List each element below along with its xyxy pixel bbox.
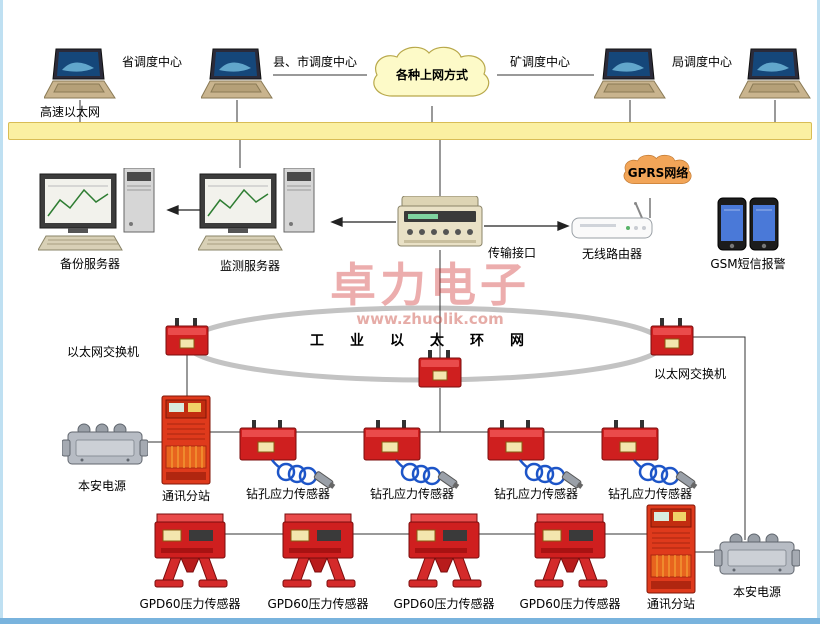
workstation-icon xyxy=(198,168,328,256)
stress-sensor-label: 钻孔应力传感器 xyxy=(493,487,578,501)
laptop-icon xyxy=(201,48,273,102)
stress-sensor-icon xyxy=(238,414,338,494)
transmission-interface-label: 传输接口 xyxy=(487,246,536,260)
backup-server-label: 备份服务器 xyxy=(59,257,120,271)
ethernet-bus-label: 高速以太网 xyxy=(40,105,101,119)
power-right-label: 本安电源 xyxy=(732,585,781,599)
label-province-center: 省调度中心 xyxy=(121,55,182,69)
laptop-icon xyxy=(594,48,666,102)
gsm-alarm-label: GSM短信报警 xyxy=(710,257,786,271)
power-left-label: 本安电源 xyxy=(77,479,126,493)
switch-right-label: 以太网交换机 xyxy=(653,367,726,381)
pressure-sensor-label: GPD60压力传感器 xyxy=(139,597,241,611)
stress-sensor-icon xyxy=(600,414,700,494)
substation-cabinet-icon xyxy=(158,394,214,486)
gprs-cloud-label: GPRS网络 xyxy=(627,166,689,180)
ethernet-bus xyxy=(8,122,812,140)
ring-network-label: 工业以太环网 xyxy=(310,333,550,349)
wireless-router-icon xyxy=(570,202,654,244)
stress-sensor-icon xyxy=(362,414,462,494)
substation-left-label: 通讯分站 xyxy=(161,489,210,503)
pressure-sensor-icon xyxy=(275,512,361,598)
pressure-sensor-label: GPD60压力传感器 xyxy=(393,597,495,611)
switch-left-label: 以太网交换机 xyxy=(66,345,139,359)
pressure-sensor-icon xyxy=(527,512,613,598)
internet-cloud-label: 各种上网方式 xyxy=(395,68,468,82)
stress-sensor-label: 钻孔应力传感器 xyxy=(245,487,330,501)
substation-right-label: 通讯分站 xyxy=(646,597,695,611)
gsm-phone-icon xyxy=(716,196,780,254)
page-border-bottom xyxy=(0,618,820,624)
pressure-sensor-icon xyxy=(147,512,233,598)
stress-sensor-icon xyxy=(486,414,586,494)
stress-sensor-label: 钻孔应力传感器 xyxy=(607,487,692,501)
power-supply-icon xyxy=(62,416,148,470)
pressure-sensor-label: GPD60压力传感器 xyxy=(519,597,621,611)
page-border-right xyxy=(817,0,820,624)
pressure-sensor-icon xyxy=(401,512,487,598)
transmission-device-icon xyxy=(396,196,484,250)
stress-sensor-label: 钻孔应力传感器 xyxy=(369,487,454,501)
laptop-icon xyxy=(44,48,116,102)
label-county-city-center: 县、市调度中心 xyxy=(272,55,357,69)
laptop-icon xyxy=(739,48,811,102)
pressure-sensor-label: GPD60压力传感器 xyxy=(267,597,369,611)
page-border-left xyxy=(0,0,3,624)
monitor-server-label: 监测服务器 xyxy=(219,259,280,273)
ring-node-icon xyxy=(416,350,464,390)
label-bureau-center: 局调度中心 xyxy=(671,55,732,69)
ethernet-switch-icon xyxy=(648,318,696,358)
power-supply-icon xyxy=(714,526,800,580)
workstation-icon xyxy=(38,168,168,256)
ethernet-switch-icon xyxy=(163,318,211,358)
wireless-router-label: 无线路由器 xyxy=(581,247,642,261)
label-mine-center: 矿调度中心 xyxy=(509,55,570,69)
substation-cabinet-icon xyxy=(643,503,699,595)
